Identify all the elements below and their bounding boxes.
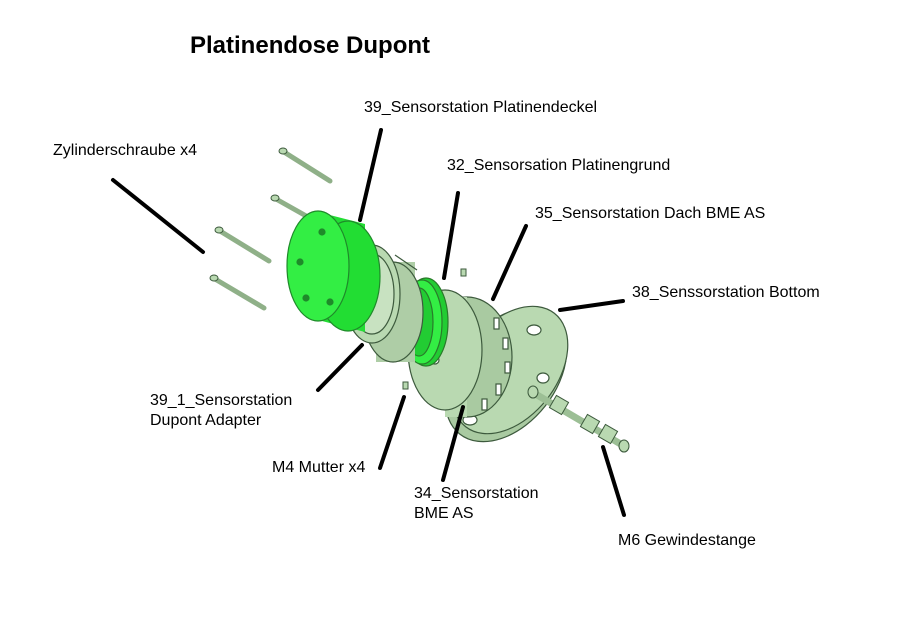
cap-screws: [209, 147, 333, 311]
label-gewindestange: M6 Gewindestange: [618, 532, 756, 549]
label-bme-as-line1: 34_Sensorstation: [414, 485, 539, 502]
cap-screw: [278, 147, 333, 184]
label-zylinderschraube: Zylinderschraube x4: [53, 142, 198, 159]
leader-platinengrund: [442, 191, 460, 280]
m4-nut: [460, 268, 467, 277]
platinendeckel-part: [286, 210, 381, 332]
label-mutter: M4 Mutter x4: [272, 459, 366, 476]
label-dupont-adapter-line2: Dupont Adapter: [150, 412, 262, 429]
leader-adapter: [316, 343, 364, 392]
leader-gewindestange: [601, 445, 626, 517]
label-dupont-adapter-line1: 39_1_Sensorstation: [150, 392, 293, 409]
threaded-rod-part: [527, 385, 630, 453]
m4-nut: [402, 381, 409, 390]
leader-bme: [441, 405, 465, 482]
m4-nuts: [402, 268, 467, 390]
label-dupont-adapter: 39_1_Sensorstation Dupont Adapter: [150, 391, 292, 431]
label-bme-as: 34_Sensorstation BME AS: [414, 484, 539, 524]
leader-lines: [111, 128, 626, 517]
leader-platinendeckel: [358, 128, 383, 222]
label-platinendeckel: 39_Sensorstation Platinendeckel: [364, 99, 598, 116]
cap-screw: [209, 274, 267, 311]
label-bme-as-line2: BME AS: [414, 505, 474, 522]
leader-mutter: [378, 395, 406, 470]
label-platinengrund: 32_Sensorsation Platinengrund: [447, 157, 671, 174]
cap-screw: [214, 226, 272, 264]
leader-zylinderschraube: [111, 178, 205, 254]
label-dach: 35_Sensorstation Dach BME AS: [535, 205, 766, 222]
leader-dach: [491, 224, 528, 301]
leader-bottom: [558, 299, 625, 312]
label-bottom: 38_Senssorstation Bottom: [632, 284, 820, 301]
diagram-title: Platinendose Dupont: [190, 32, 430, 59]
